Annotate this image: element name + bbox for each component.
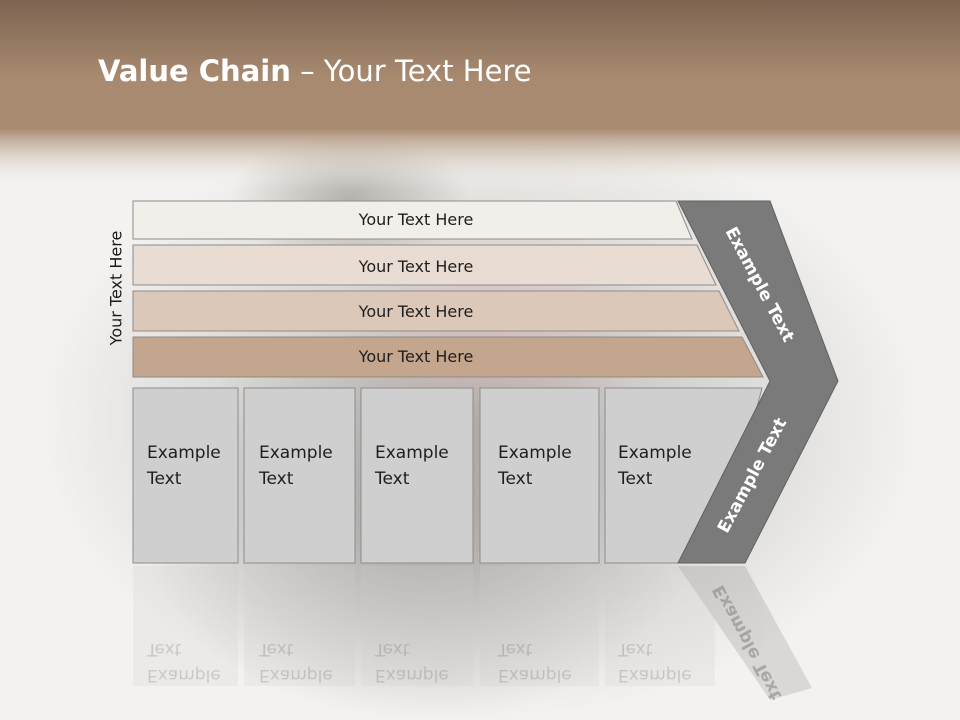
title-bold: Value Chain bbox=[98, 54, 291, 88]
page-title: Value Chain – Your Text Here bbox=[98, 54, 532, 88]
box-1-label: Example Text bbox=[147, 440, 221, 492]
box-3-line1: Example bbox=[375, 443, 449, 463]
box-3-reflection-line1: Example bbox=[375, 665, 449, 685]
box-5-label: Example Text bbox=[618, 440, 692, 492]
box-4-label: Example Text bbox=[498, 440, 572, 492]
reflection bbox=[133, 566, 812, 700]
box-5-reflection-line2: Text bbox=[618, 639, 653, 659]
box-4-reflection-line1: Example bbox=[498, 665, 572, 685]
chevron-shape bbox=[677, 200, 839, 564]
box-1-reflection-line2: Text bbox=[147, 639, 182, 659]
box-1-line2: Text bbox=[147, 469, 182, 489]
bar-4-shape bbox=[132, 336, 764, 378]
box-2-line2: Text bbox=[259, 469, 294, 489]
bar-1-shape bbox=[132, 200, 693, 240]
box-3-reflection-line2: Text bbox=[375, 639, 410, 659]
bar-2-shape bbox=[132, 244, 717, 286]
box-4-line1: Example bbox=[498, 443, 572, 463]
box-1-reflection-line1: Example bbox=[147, 665, 221, 685]
box-3-reflection: Example Text bbox=[375, 636, 449, 688]
bar-3-shape bbox=[132, 290, 740, 332]
box-2-reflection-line1: Example bbox=[259, 665, 333, 685]
bar-3-label: Your Text Here bbox=[358, 302, 474, 321]
box-5-line2: Text bbox=[618, 469, 653, 489]
box-3-label: Example Text bbox=[375, 440, 449, 492]
box-4-reflection: Example Text bbox=[498, 636, 572, 688]
title-rest: – Your Text Here bbox=[290, 54, 532, 88]
box-5-line1: Example bbox=[618, 443, 692, 463]
box-3-line2: Text bbox=[375, 469, 410, 489]
box-2-reflection: Example Text bbox=[259, 636, 333, 688]
box-3-shape bbox=[360, 387, 474, 564]
box-4-line2: Text bbox=[498, 469, 533, 489]
box-4-reflection-line2: Text bbox=[498, 639, 533, 659]
bar-2-label: Your Text Here bbox=[358, 257, 474, 276]
box-4-shape bbox=[479, 387, 600, 564]
box-2-reflection-line2: Text bbox=[259, 639, 294, 659]
box-1-shape bbox=[132, 387, 239, 564]
box-1-reflection: Example Text bbox=[147, 636, 221, 688]
box-1-line1: Example bbox=[147, 443, 221, 463]
box-5-reflection: Example Text bbox=[618, 636, 692, 688]
bar-4-label: Your Text Here bbox=[358, 347, 474, 366]
box-5-reflection-line1: Example bbox=[618, 665, 692, 685]
box-2-shape bbox=[243, 387, 356, 564]
box-2-line1: Example bbox=[259, 443, 333, 463]
box-2-label: Example Text bbox=[259, 440, 333, 492]
bar-1-label: Your Text Here bbox=[358, 210, 474, 229]
